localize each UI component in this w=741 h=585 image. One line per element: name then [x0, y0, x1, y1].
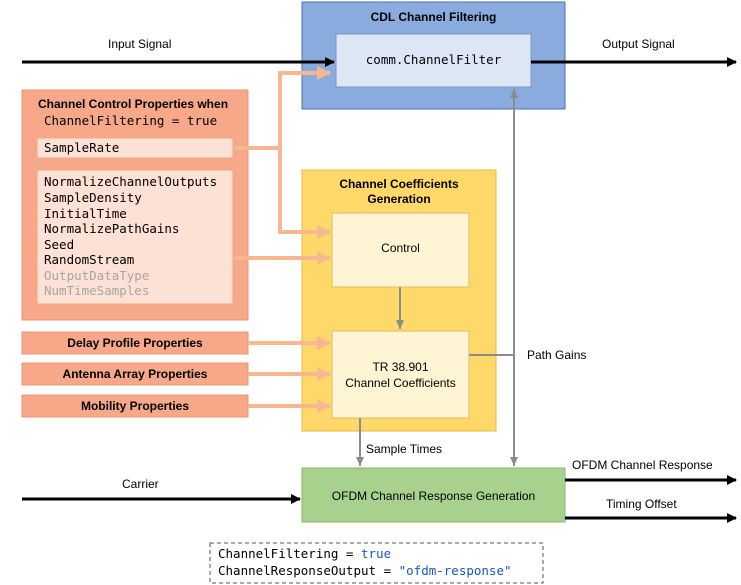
carrier-label: Carrier [122, 477, 159, 491]
channel-filter-label: comm.ChannelFilter [365, 52, 502, 67]
cdl-title: CDL Channel Filtering [370, 10, 497, 24]
ccg-title-line2: Generation [367, 192, 431, 206]
control-properties-condition: ChannelFiltering = true [44, 113, 218, 128]
tr38901-label-line2: Channel Coefficients [345, 376, 456, 390]
input-signal-label: Input Signal [108, 37, 172, 51]
tr38901-label-line1: TR 38.901 [372, 360, 429, 374]
property-item: InitialTime [44, 205, 127, 221]
path-gains-label: Path Gains [527, 348, 587, 362]
control-label: Control [381, 241, 420, 255]
antenna-array-label: Antenna Array Properties [62, 367, 208, 381]
sample-times-label: Sample Times [366, 442, 443, 456]
timing-offset-label: Timing Offset [606, 497, 677, 511]
ofdm-channel-response-generation-block [301, 467, 566, 523]
code-line-2-prefix: ChannelResponseOutput = [218, 563, 399, 578]
code-line-2: ChannelResponseOutput = "ofdm-response" [218, 563, 512, 578]
mobility-label: Mobility Properties [80, 399, 190, 413]
control-properties-list-box [36, 169, 234, 305]
code-line-1: ChannelFiltering = true [218, 546, 391, 561]
ofdm-block-label: OFDM Channel Response Generation [331, 489, 536, 503]
property-item: Seed [44, 236, 75, 252]
samplerate-box [36, 137, 234, 159]
channel-filter-block [335, 33, 532, 88]
tr38901-channel-coefficients-block [331, 330, 470, 419]
control-properties-title: Channel Control Properties when [38, 97, 229, 111]
property-item: SampleDensity [44, 190, 142, 205]
output-signal-label: Output Signal [602, 37, 675, 51]
delay-profile-label: Delay Profile Properties [67, 336, 203, 350]
property-item: NormalizePathGains [44, 221, 180, 236]
code-line-2-value: "ofdm-response" [398, 563, 512, 578]
property-item-disabled: OutputDataType [44, 267, 150, 283]
ccg-title-line1: Channel Coefficients [339, 177, 459, 191]
code-line-1-prefix: ChannelFiltering = [218, 546, 361, 561]
property-item-disabled: NumTimeSamples [44, 283, 150, 298]
code-settings-box [209, 542, 544, 584]
property-item: NormalizeChannelOutputs [44, 174, 218, 189]
ofdm-channel-response-label: OFDM Channel Response [572, 458, 713, 472]
property-item: RandomStream [44, 252, 135, 267]
samplerate-to-control-arrow [278, 148, 331, 239]
samplerate-property: SampleRate [44, 140, 120, 155]
samplerate-to-filter-arrow [234, 66, 331, 150]
code-line-1-value: true [361, 546, 392, 561]
